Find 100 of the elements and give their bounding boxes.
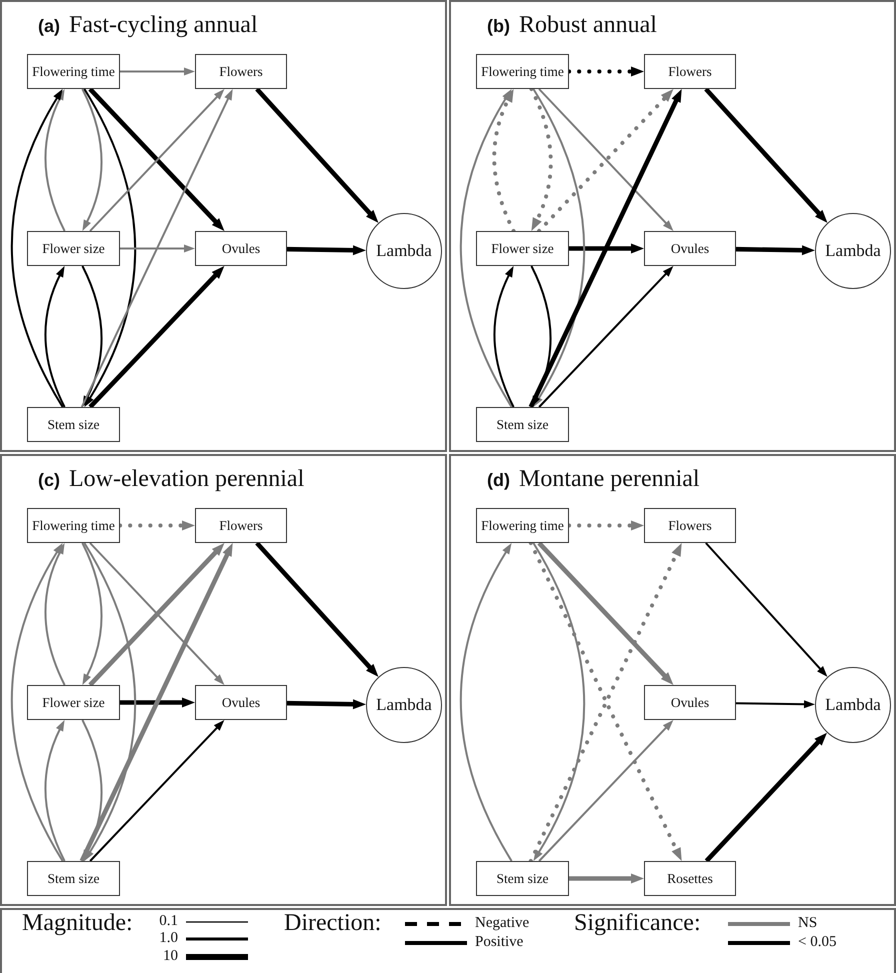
- node-label: Flowering time: [32, 518, 115, 534]
- arrow: [88, 266, 224, 409]
- panel: [0, 0, 447, 452]
- node-label: Flower size: [42, 240, 105, 256]
- arrow: [538, 720, 674, 862]
- node-label: Flowers: [219, 518, 263, 534]
- trait-box: [476, 54, 569, 89]
- arrow: [492, 88, 516, 233]
- arrow: [537, 541, 674, 685]
- node-label: Flowering time: [481, 64, 564, 80]
- trait-box: [644, 861, 736, 896]
- trait-box: [644, 685, 736, 720]
- legend-heading: Magnitude:: [22, 910, 133, 937]
- arrow: [567, 66, 644, 76]
- trait-box: [195, 685, 287, 720]
- panel: [449, 454, 896, 906]
- legend-text: NS: [798, 915, 818, 932]
- node-label: Flower size: [491, 240, 554, 256]
- arrow: [529, 87, 553, 232]
- arrow: [286, 699, 366, 710]
- panel-title: (d) Montane perennial: [487, 466, 700, 493]
- trait-box: [644, 508, 736, 543]
- legend-text: 10: [162, 948, 178, 965]
- trait-box: [476, 861, 569, 896]
- legend-heading: Significance:: [574, 910, 701, 937]
- arrow: [44, 720, 66, 862]
- node-label: Lambda: [376, 241, 432, 261]
- outcome-circle: [815, 667, 891, 743]
- arrow: [84, 542, 136, 862]
- trait-box: [195, 54, 287, 89]
- node-label: Stem size: [496, 416, 549, 432]
- arrow: [736, 245, 815, 256]
- arrow: [460, 542, 512, 862]
- trait-box: [27, 861, 120, 896]
- outcome-circle: [815, 213, 891, 289]
- arrow: [120, 68, 195, 76]
- node-label: Lambda: [825, 241, 881, 261]
- arrow: [82, 88, 102, 232]
- trait-box: [27, 508, 120, 543]
- arrow: [704, 87, 828, 223]
- node-label: Flowering time: [481, 518, 564, 534]
- arrow: [10, 88, 64, 408]
- node-label: Lambda: [825, 695, 881, 715]
- node-label: Flower size: [42, 694, 105, 710]
- panel-title: (b) Robust annual: [487, 12, 657, 39]
- arrow: [84, 88, 136, 408]
- arrow: [82, 266, 102, 408]
- arrow: [80, 543, 233, 862]
- arrow: [82, 542, 102, 686]
- arrow: [567, 520, 644, 530]
- arrow: [120, 244, 195, 252]
- outcome-circle: [366, 213, 442, 289]
- panel: [449, 0, 896, 452]
- trait-box: [644, 231, 736, 266]
- node-label: Stem size: [47, 416, 100, 432]
- trait-box: [476, 231, 569, 266]
- trait-box: [644, 54, 736, 89]
- arrow: [255, 541, 378, 677]
- arrow: [494, 266, 514, 408]
- trait-box: [195, 508, 287, 543]
- arrow: [44, 266, 66, 408]
- arrow: [460, 88, 512, 408]
- trait-box: [476, 407, 569, 442]
- legend-text: Negative: [475, 915, 530, 932]
- node-label: Flowering time: [32, 64, 115, 80]
- arrow: [532, 88, 586, 408]
- node-label: Flowers: [668, 64, 712, 80]
- node-label: Stem size: [496, 870, 549, 886]
- node-label: Stem size: [47, 870, 100, 886]
- legend-text: < 0.05: [798, 934, 836, 951]
- arrow: [532, 542, 586, 862]
- node-label: Ovules: [222, 240, 260, 256]
- panel-title: (a) Fast-cycling annual: [38, 12, 258, 39]
- node-label: Flowers: [219, 64, 263, 80]
- arrow: [10, 542, 64, 862]
- arrow: [705, 542, 828, 677]
- trait-box: [476, 508, 569, 543]
- arrow: [528, 89, 682, 408]
- panel-title: (c) Low-elevation perennial: [38, 466, 304, 493]
- arrow: [89, 720, 224, 862]
- node-label: Lambda: [376, 695, 432, 715]
- arrow: [44, 88, 66, 232]
- node-label: Ovules: [670, 240, 710, 256]
- trait-box: [195, 231, 287, 266]
- arrow: [118, 520, 195, 530]
- arrow: [44, 542, 66, 686]
- legend-text: Positive: [475, 934, 524, 951]
- legend-text: 0.1: [158, 913, 178, 930]
- arrow: [538, 266, 674, 408]
- arrow: [255, 87, 378, 223]
- arrow: [736, 700, 815, 708]
- trait-box: [27, 231, 120, 266]
- node-label: Ovules: [222, 694, 260, 710]
- arrow: [704, 732, 827, 863]
- trait-box: [27, 685, 120, 720]
- arrow: [120, 698, 195, 708]
- node-label: Rosettes: [667, 870, 713, 886]
- trait-box: [27, 407, 120, 442]
- arrow: [569, 244, 644, 254]
- arrow: [286, 245, 366, 256]
